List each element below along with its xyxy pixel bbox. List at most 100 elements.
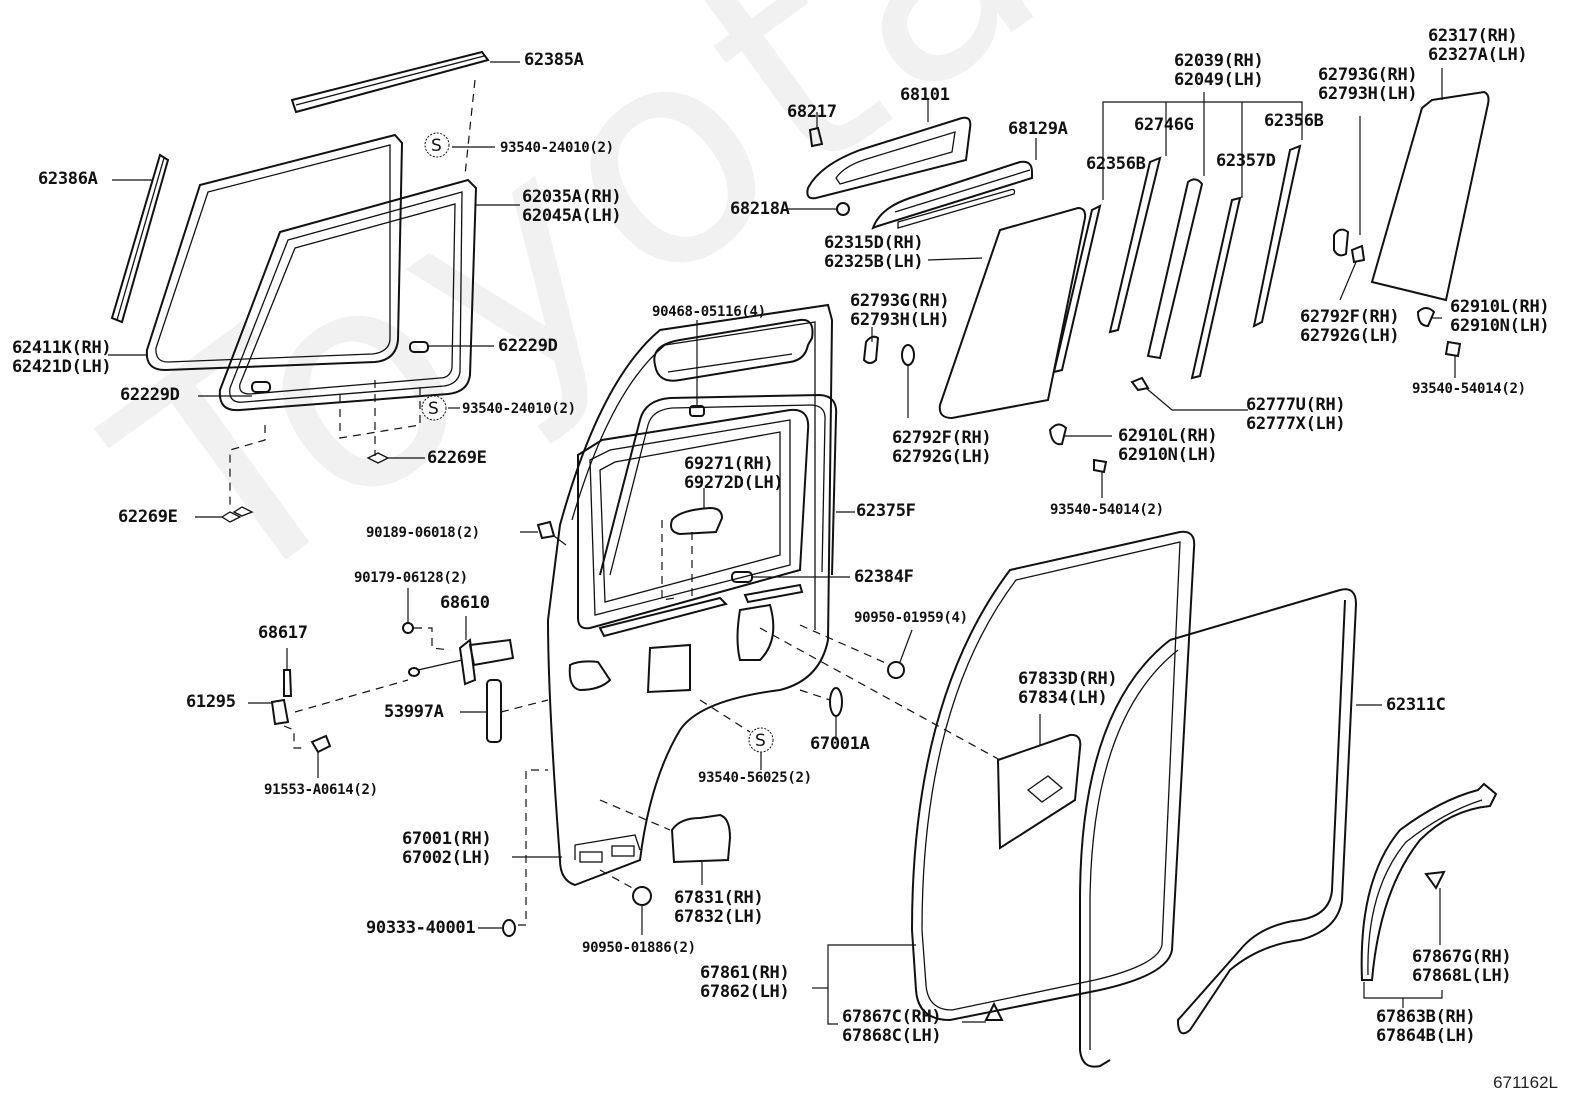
part-61295-bracket[interactable] xyxy=(270,698,290,726)
part-90189-clip[interactable] xyxy=(536,520,556,540)
label-62269e-left[interactable]: 62269E xyxy=(118,507,178,527)
label-68617[interactable]: 68617 xyxy=(258,623,308,643)
label-90333-40001[interactable]: 90333-40001 xyxy=(366,918,476,938)
part-67867g-clip[interactable] xyxy=(1424,870,1446,890)
part-53997a-bumper[interactable] xyxy=(486,679,502,743)
label-67867c[interactable]: 67867C(RH)67868C(LH) xyxy=(842,1007,942,1046)
label-67833d[interactable]: 67833D(RH)67834(LH) xyxy=(1018,669,1118,708)
part-62229d-clip-right[interactable] xyxy=(409,341,429,353)
part-62793g-right-pad[interactable] xyxy=(1333,228,1350,257)
part-62910l-right-clip[interactable] xyxy=(1416,307,1436,328)
label-90179-06128[interactable]: 90179-06128(2) xyxy=(354,570,468,586)
part-93540-54014-right-screw[interactable] xyxy=(1444,340,1462,358)
label-62311c[interactable]: 62311C xyxy=(1386,695,1446,715)
label-67861[interactable]: 67861(RH)67862(LH) xyxy=(700,963,790,1002)
label-68217[interactable]: 68217 xyxy=(787,102,837,122)
label-90950-01959[interactable]: 90950-01959(4) xyxy=(854,610,968,626)
label-93540-24010-top[interactable]: 93540-24010(2) xyxy=(500,140,614,156)
label-91553-a0614[interactable]: 91553-A0614(2) xyxy=(264,782,378,798)
label-61295[interactable]: 61295 xyxy=(186,692,236,712)
part-62356b-channel-left[interactable] xyxy=(1052,204,1102,374)
label-62375f[interactable]: 62375F xyxy=(856,501,916,521)
part-62269e-right[interactable] xyxy=(366,452,390,464)
part-62746g-channel[interactable] xyxy=(1108,156,1162,334)
part-62269e-left[interactable] xyxy=(220,511,242,523)
label-67001[interactable]: 67001(RH)67002(LH) xyxy=(402,829,492,868)
label-62035a[interactable]: 62035A(RH)62045A(LH) xyxy=(522,187,622,226)
part-62357d-channel[interactable] xyxy=(1190,196,1242,380)
label-69271[interactable]: 69271(RH)69272D(LH) xyxy=(684,454,784,493)
label-67863b[interactable]: 67863B(RH)67864B(LH) xyxy=(1376,1007,1476,1046)
part-62356b-channel-right[interactable] xyxy=(1252,144,1302,328)
part-67001-door-panel[interactable] xyxy=(546,303,834,887)
part-68129a-garnish[interactable] xyxy=(871,160,1033,230)
part-90950-01959-plug[interactable] xyxy=(887,661,905,679)
label-62411k[interactable]: 62411K(RH)62421D(LH) xyxy=(12,338,112,377)
label-93540-54014-mid[interactable]: 93540-54014(2) xyxy=(1050,502,1164,518)
label-90189-06018[interactable]: 90189-06018(2) xyxy=(366,525,480,541)
part-68217-clip[interactable] xyxy=(808,126,824,148)
part-90333-plug[interactable] xyxy=(502,919,516,937)
label-62910l-right[interactable]: 62910L(RH)62910N(LH) xyxy=(1450,297,1550,336)
label-53997a[interactable]: 53997A xyxy=(384,702,444,722)
label-62792f-mid[interactable]: 62792F(RH)62792G(LH) xyxy=(892,428,992,467)
part-62910l-mid-clip[interactable] xyxy=(1048,423,1068,446)
label-93540-54014-right[interactable]: 93540-54014(2) xyxy=(1412,381,1526,397)
label-62315d[interactable]: 62315D(RH)62325B(LH) xyxy=(824,233,924,272)
part-67001a-clip[interactable] xyxy=(829,687,843,717)
part-62777u-clip[interactable] xyxy=(1130,376,1150,392)
label-62317[interactable]: 62317(RH)62327A(LH) xyxy=(1428,26,1528,65)
part-69271-handle[interactable] xyxy=(670,506,724,536)
part-62793g-pad[interactable] xyxy=(862,335,880,364)
part-62792f-pad[interactable] xyxy=(901,344,915,366)
part-67867c-clip[interactable] xyxy=(984,1001,1004,1021)
label-62384f[interactable]: 62384F xyxy=(854,567,914,587)
label-68610[interactable]: 68610 xyxy=(440,593,490,613)
label-62793g-mid[interactable]: 62793G(RH)62793H(LH) xyxy=(850,291,950,330)
label-67001a[interactable]: 67001A xyxy=(810,734,870,754)
part-90950-01886-plug[interactable] xyxy=(632,886,652,906)
label-68101[interactable]: 68101 xyxy=(900,85,950,105)
label-93540-24010-bottom[interactable]: 93540-24010(2) xyxy=(462,401,576,417)
label-68129a[interactable]: 68129A xyxy=(1008,119,1068,139)
part-62411k-frame[interactable] xyxy=(145,133,404,372)
part-67833d-liner[interactable] xyxy=(996,733,1082,850)
part-62792f-right-pad[interactable] xyxy=(1350,244,1366,264)
label-62910l-mid[interactable]: 62910L(RH)62910N(LH) xyxy=(1118,426,1218,465)
part-62375f-run[interactable] xyxy=(599,393,838,576)
label-93540-56025[interactable]: 93540-56025(2) xyxy=(698,770,812,786)
part-67861-weatherstrip[interactable] xyxy=(910,530,1196,1022)
label-67831[interactable]: 67831(RH)67832(LH) xyxy=(674,888,764,927)
label-90468-05116[interactable]: 90468-05116(4) xyxy=(652,304,766,320)
part-62315d-glass[interactable] xyxy=(938,206,1087,420)
label-62386a[interactable]: 62386A xyxy=(38,169,98,189)
part-93540-54014-mid-screw[interactable] xyxy=(1093,458,1108,474)
label-62385a[interactable]: 62385A xyxy=(524,50,584,70)
part-62311c-weatherstrip[interactable] xyxy=(1079,588,1358,1068)
part-62229d-clip-left[interactable] xyxy=(251,381,271,393)
label-90950-01886[interactable]: 90950-01886(2) xyxy=(582,940,696,956)
label-62357d[interactable]: 62357D xyxy=(1216,151,1276,171)
part-68617-pin[interactable] xyxy=(283,669,293,697)
part-62035a-frame[interactable] xyxy=(218,178,478,412)
label-62793g-top[interactable]: 62793G(RH)62793H(LH) xyxy=(1318,65,1418,104)
part-62039-channel[interactable] xyxy=(1146,178,1204,360)
label-62356b-right[interactable]: 62356B xyxy=(1264,111,1324,131)
label-62039[interactable]: 62039(RH)62049(LH) xyxy=(1174,51,1264,90)
label-67867g[interactable]: 67867G(RH)67868L(LH) xyxy=(1412,947,1512,986)
part-62317-quarter-glass[interactable] xyxy=(1370,90,1490,302)
part-62386a-strip[interactable] xyxy=(110,153,170,324)
part-67831-cover[interactable] xyxy=(670,813,732,864)
label-62229d-right[interactable]: 62229D xyxy=(498,336,558,356)
part-91553-bolt[interactable] xyxy=(310,734,332,754)
label-62792f-right[interactable]: 62792F(RH)62792G(LH) xyxy=(1300,307,1400,346)
part-62385a-strip[interactable] xyxy=(290,50,490,114)
part-68218a-clip[interactable] xyxy=(836,202,850,216)
label-62269e-right[interactable]: 62269E xyxy=(427,448,487,468)
part-68101-garnish[interactable] xyxy=(806,116,972,200)
part-68610-door-check[interactable] xyxy=(408,638,515,686)
part-67863b-strip[interactable] xyxy=(1360,782,1498,981)
part-90179-bolt[interactable] xyxy=(402,622,414,634)
label-62777u[interactable]: 62777U(RH)62777X(LH) xyxy=(1246,395,1346,434)
label-62746g[interactable]: 62746G xyxy=(1134,115,1194,135)
